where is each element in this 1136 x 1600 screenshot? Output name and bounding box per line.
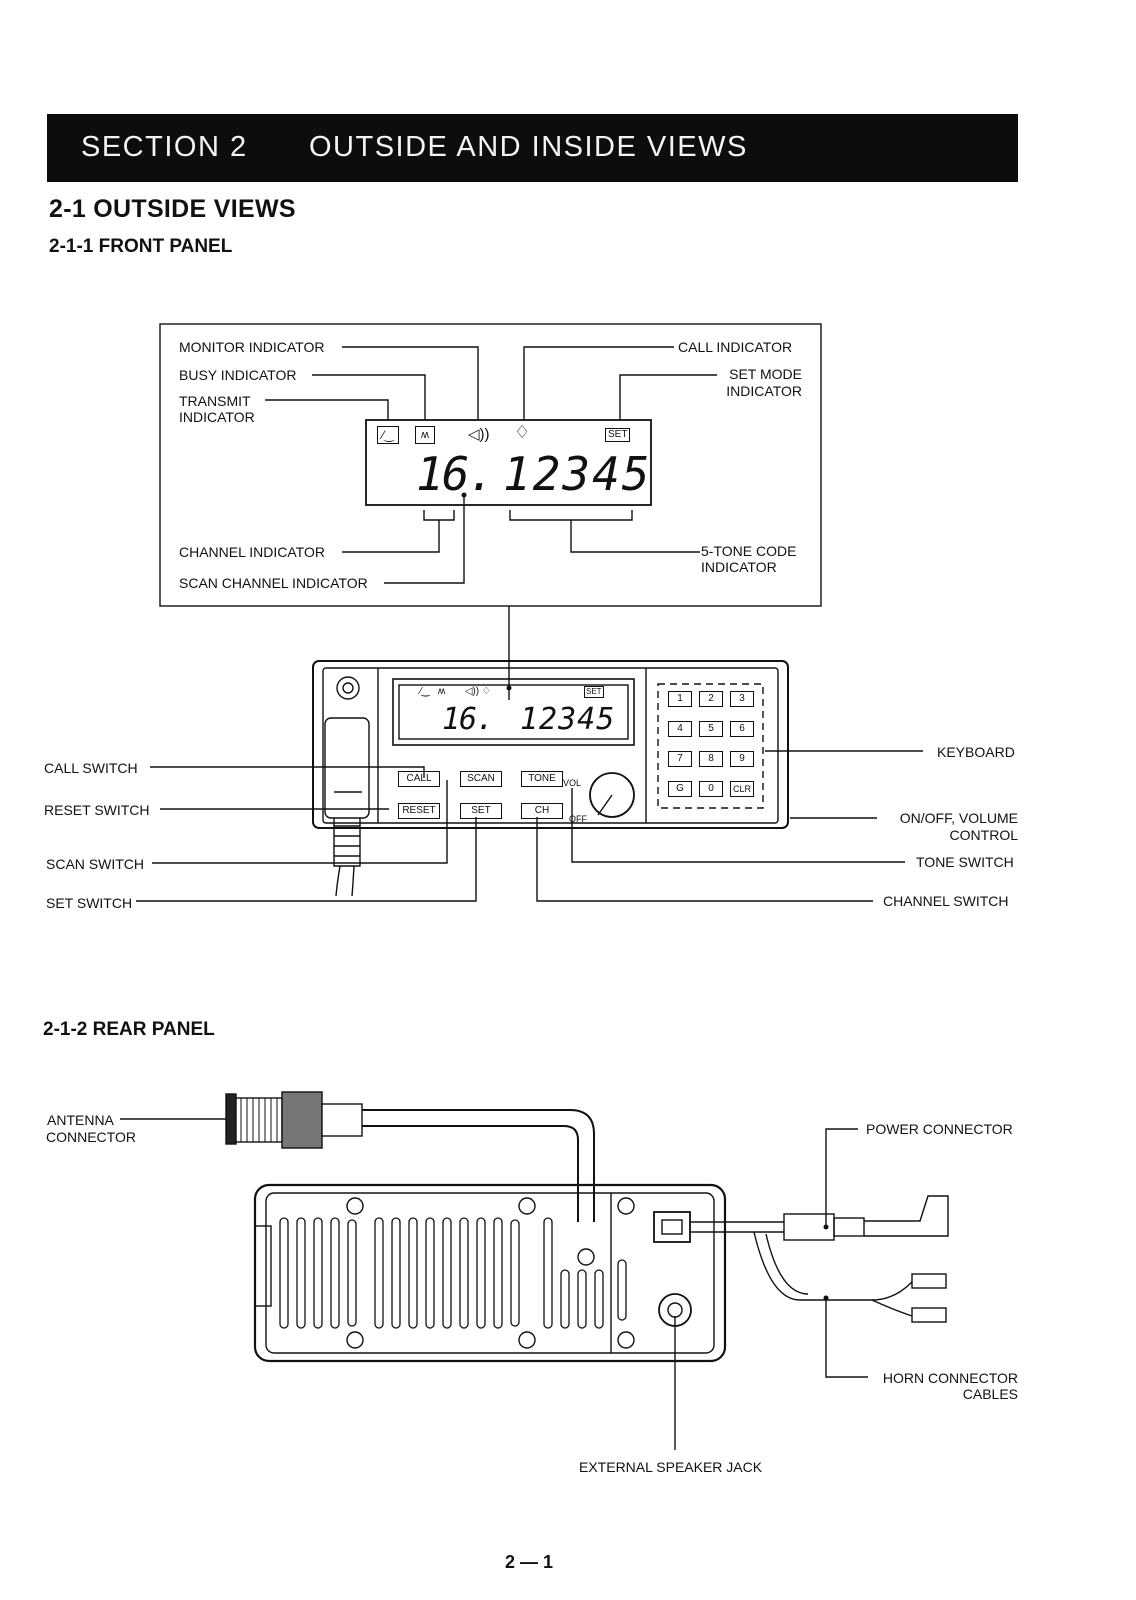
heading-rear-panel: 2-1-2 REAR PANEL (43, 1019, 215, 1040)
label-scan-channel-indicator: SCAN CHANNEL INDICATOR (179, 575, 368, 591)
key-8[interactable]: 8 (699, 751, 723, 767)
off-label: OFF (569, 814, 587, 824)
heading-front-panel: 2-1-1 FRONT PANEL (49, 236, 233, 257)
antenna-thread-lines (240, 1098, 278, 1142)
set-mode-badge: SET (605, 428, 631, 442)
label-antenna-connector-2: CONNECTOR (46, 1129, 136, 1145)
label-horn-connector-2: CABLES (962, 1386, 1018, 1402)
label-5-tone-code-1: 5-TONE CODE (701, 543, 797, 559)
key-7[interactable]: 7 (668, 751, 692, 767)
label-channel-switch: CHANNEL SWITCH (883, 893, 1009, 909)
enlarged-channel-digits: 16. (416, 447, 495, 501)
label-set-mode-2: INDICATOR (726, 383, 802, 399)
key-5[interactable]: 5 (699, 721, 723, 737)
section-banner: SECTION 2 OUTSIDE AND INSIDE VIEWS (47, 114, 1018, 182)
reset-button[interactable]: RESET (398, 803, 440, 819)
scan-button[interactable]: SCAN (460, 771, 502, 787)
tone-button[interactable]: TONE (521, 771, 563, 787)
label-keyboard: KEYBOARD (937, 744, 1015, 760)
label-set-switch: SET SWITCH (46, 895, 133, 911)
small-code-digits: 12345 (520, 702, 616, 737)
page-number: 2 — 1 (505, 1552, 554, 1572)
rear-vent-slots (279, 1217, 627, 1329)
label-5-tone-code-2: INDICATOR (701, 559, 777, 575)
small-set-badge: SET (584, 686, 604, 698)
small-channel-digits: 16. (442, 702, 494, 737)
busy-icon: ʍ (415, 426, 435, 444)
section-title: OUTSIDE AND INSIDE VIEWS (309, 131, 748, 163)
key-0[interactable]: 0 (699, 781, 723, 797)
section-number: SECTION 2 (81, 131, 248, 163)
label-on-off-volume-2: CONTROL (949, 827, 1018, 843)
antenna-connector-drawing (225, 1091, 363, 1149)
key-1[interactable]: 1 (668, 691, 692, 707)
label-horn-connector-1: HORN CONNECTOR (882, 1370, 1018, 1386)
label-on-off-volume-1: ON/OFF, VOLUME (899, 810, 1018, 826)
label-set-mode-1: SET MODE (729, 366, 802, 382)
call-button[interactable]: CALL (398, 771, 440, 787)
junction-dots (461, 492, 829, 1301)
display-detail-frame (159, 323, 822, 607)
small-lcd-indicator-icons: ⁄‿ ʍ ◁)) ♢ (420, 686, 491, 697)
label-power-connector: POWER CONNECTOR (866, 1121, 1013, 1137)
key-4[interactable]: 4 (668, 721, 692, 737)
speaker-icon: ◁)) (468, 426, 490, 443)
label-call-switch: CALL SWITCH (44, 760, 138, 776)
set-button[interactable]: SET (460, 803, 502, 819)
key-9[interactable]: 9 (730, 751, 754, 767)
label-call-indicator: CALL INDICATOR (678, 339, 793, 355)
label-transmit-indicator-2: INDICATOR (179, 409, 255, 425)
key-g[interactable]: G (668, 781, 692, 797)
key-6[interactable]: 6 (730, 721, 754, 737)
label-reset-switch: RESET SWITCH (44, 802, 150, 818)
keypad: 1 2 3 4 5 6 7 8 9 G 0 CLR (668, 691, 758, 797)
vol-label: VOL (563, 778, 582, 788)
radio-front-body (312, 660, 789, 829)
ch-button[interactable]: CH (521, 803, 563, 819)
heading-outside-views: 2-1 OUTSIDE VIEWS (49, 195, 296, 223)
label-channel-indicator: CHANNEL INDICATOR (179, 544, 325, 560)
label-external-speaker-jack: EXTERNAL SPEAKER JACK (579, 1459, 763, 1475)
label-tone-switch: TONE SWITCH (916, 854, 1014, 870)
label-busy-indicator: BUSY INDICATOR (179, 367, 297, 383)
key-3[interactable]: 3 (730, 691, 754, 707)
label-monitor-indicator: MONITOR INDICATOR (179, 339, 325, 355)
transmit-icon: ⁄‿ (377, 426, 399, 444)
label-scan-switch: SCAN SWITCH (46, 856, 144, 872)
enlarged-lcd (365, 419, 652, 506)
label-transmit-indicator-1: TRANSMIT (179, 393, 251, 409)
volume-knob[interactable] (604, 786, 620, 802)
enlarged-code-digits: 12345 (503, 447, 652, 501)
key-clr[interactable]: CLR (730, 781, 754, 797)
label-antenna-connector-1: ANTENNA (47, 1112, 114, 1128)
key-2[interactable]: 2 (699, 691, 723, 707)
bell-icon: ♢ (514, 422, 531, 442)
